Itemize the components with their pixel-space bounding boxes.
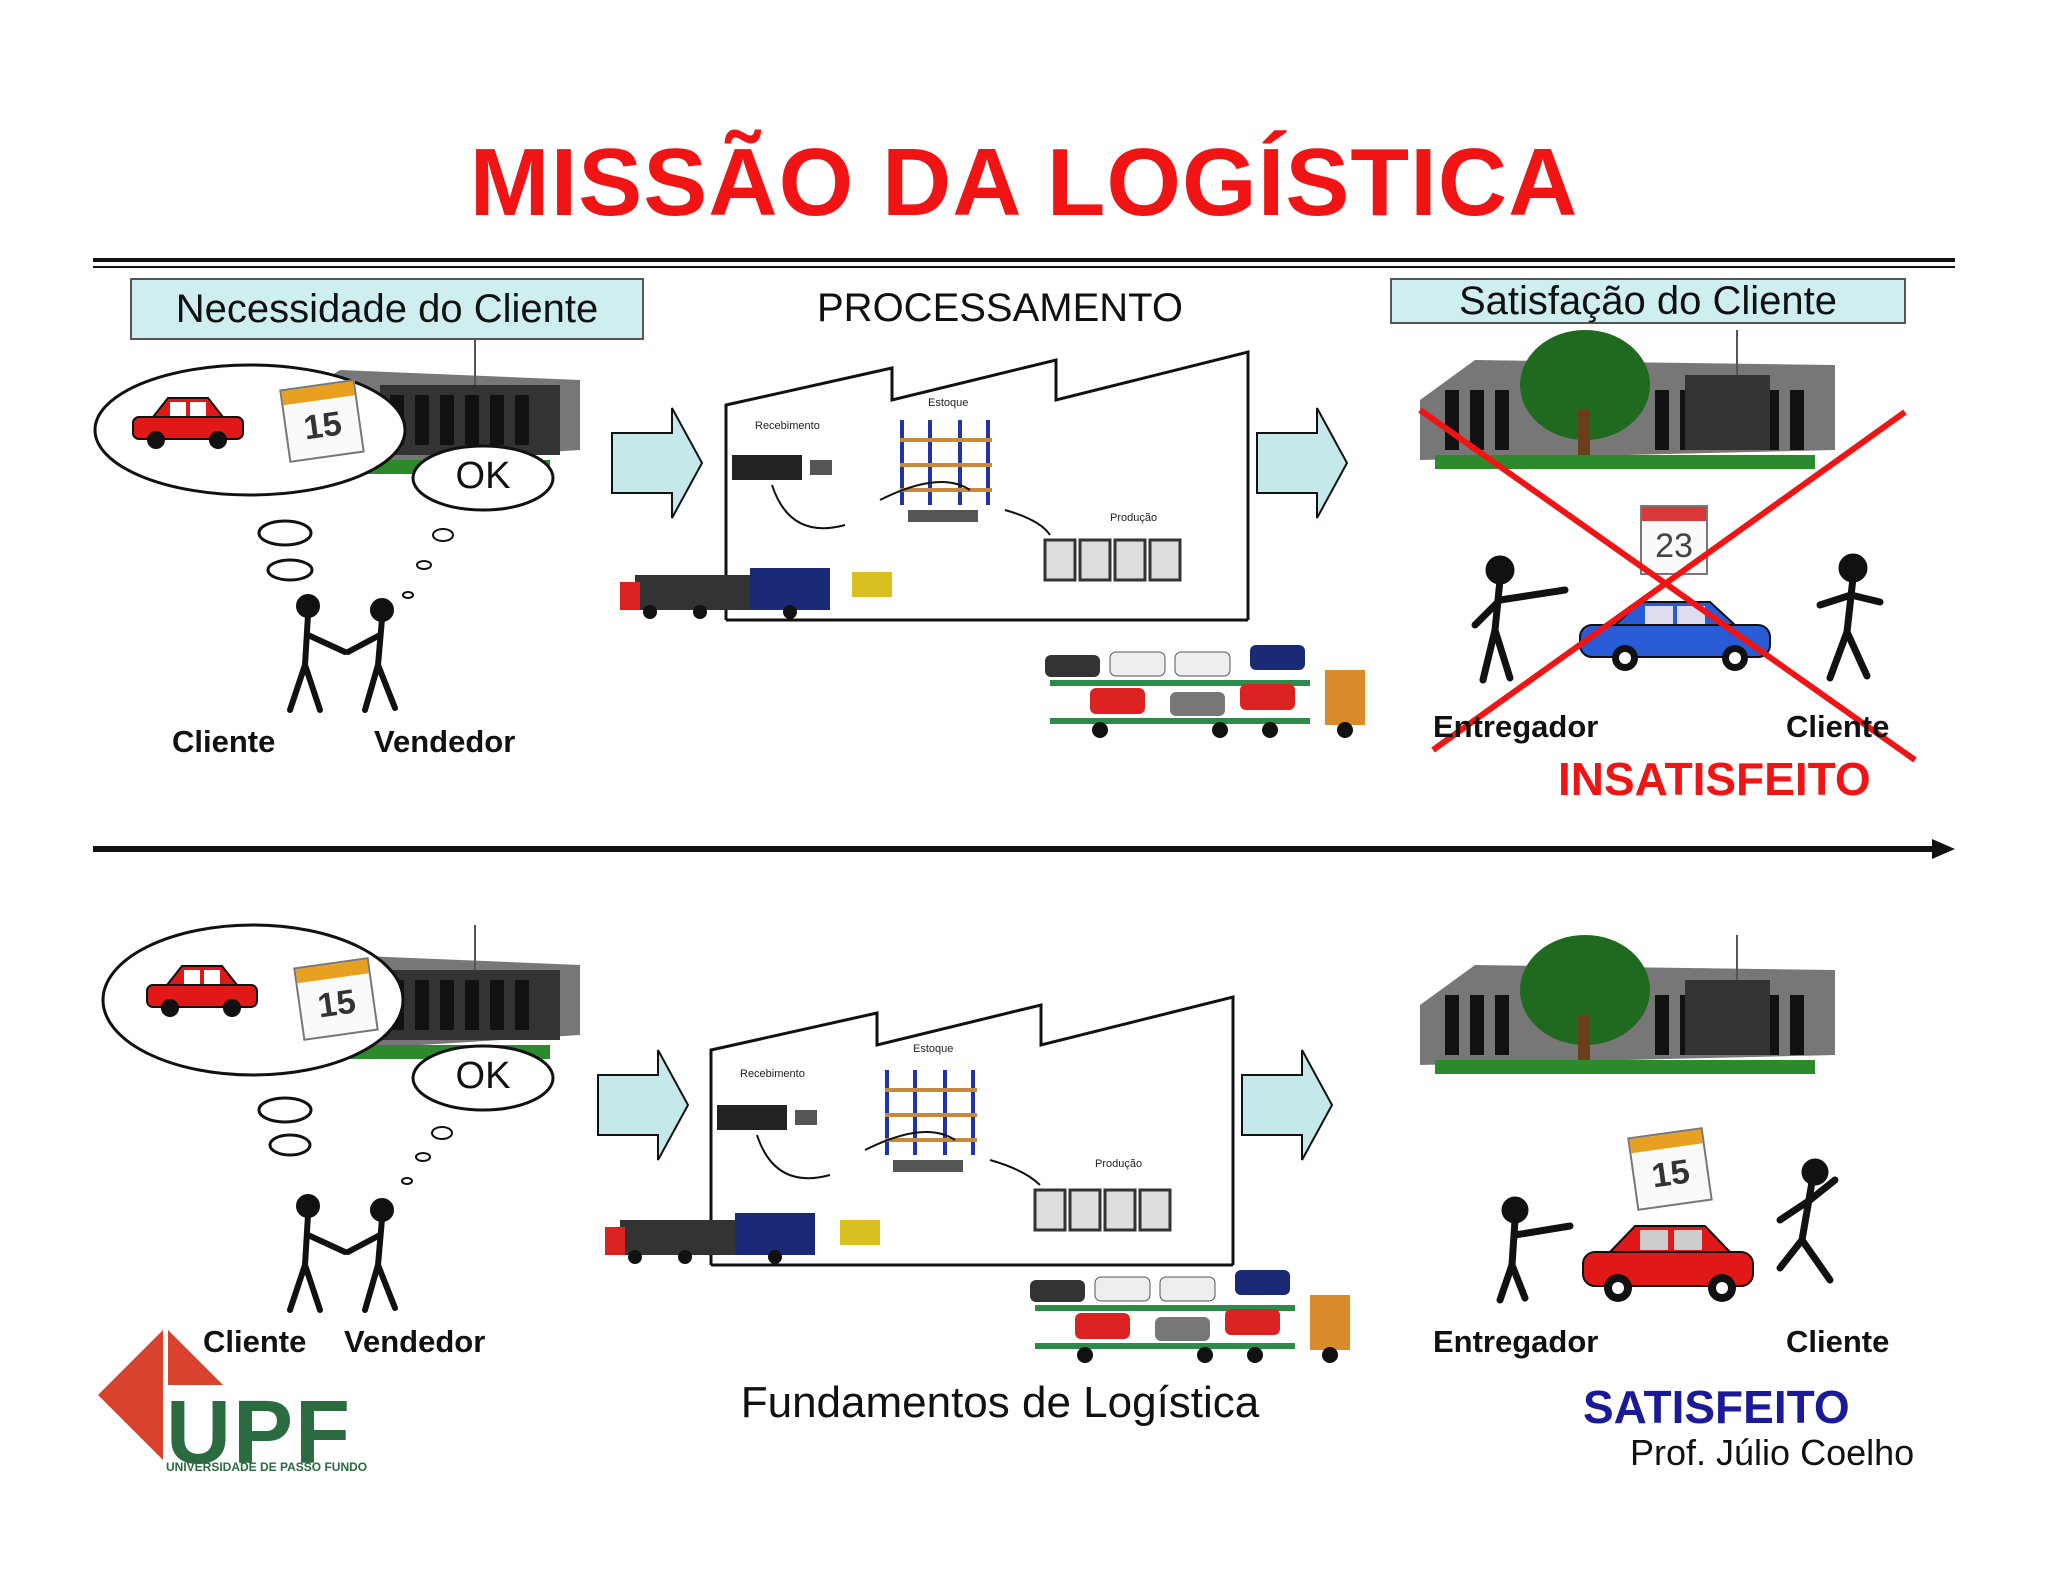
- header-processing: PROCESSAMENTO: [817, 286, 1183, 330]
- footer-course: Fundamentos de Logística: [740, 1378, 1260, 1427]
- status-satisfied: SATISFEITO: [1583, 1381, 1850, 1433]
- delivery-scene-icon: [1496, 1158, 1839, 1304]
- factory-diagram: [620, 350, 1250, 622]
- plant-production-label: Produção: [1095, 1158, 1143, 1170]
- label-seller: Vendedor: [344, 1324, 486, 1359]
- label-client-right: Cliente: [1786, 709, 1890, 744]
- ok-bubble: [411, 1044, 555, 1112]
- label-seller: Vendedor: [374, 724, 516, 759]
- car-icon: [132, 397, 244, 449]
- building-icon: [1420, 330, 1835, 469]
- car-carrier-truck-icon: [1030, 1270, 1350, 1363]
- label-deliverer: Entregador: [1433, 1324, 1599, 1359]
- flow-arrow-icon: [1241, 1049, 1334, 1161]
- factory-diagram: [605, 995, 1235, 1267]
- calendar-late-day: 23: [1655, 527, 1693, 565]
- flow-arrow-icon: [597, 1049, 690, 1161]
- delivery-scene-icon: [1471, 553, 1884, 684]
- building-icon: [1420, 935, 1835, 1074]
- top-rule: [93, 258, 1955, 262]
- ok-bubble: [411, 444, 555, 512]
- flow-arrow-icon: [1256, 407, 1349, 519]
- plant-receiving-label: Recebimento: [755, 420, 820, 432]
- cross-out-icon: [1418, 407, 1917, 763]
- flow-arrow-icon: [611, 407, 704, 519]
- header-satisfaction: Satisfação do Cliente: [1390, 278, 1906, 324]
- upf-logo-text: UPF: [166, 1383, 352, 1483]
- thought-dots: [257, 1096, 453, 1185]
- plant-receiving-label: Recebimento: [740, 1068, 805, 1080]
- label-client: Cliente: [172, 724, 276, 759]
- thought-dots: [257, 519, 454, 599]
- calendar-icon: 15: [293, 957, 379, 1041]
- calendar-day: 15: [315, 982, 359, 1026]
- handshake-figures-icon: [287, 594, 398, 713]
- handshake-figures-icon: [287, 1194, 398, 1313]
- slide-title: MISSÃO DA LOGÍSTICA: [469, 129, 1579, 236]
- car-icon: [146, 965, 258, 1017]
- upf-logo-subtitle: UNIVERSIDADE DE PASSO FUNDO: [166, 1460, 368, 1474]
- car-carrier-truck-icon: [1045, 645, 1365, 738]
- label-deliverer: Entregador: [1433, 709, 1599, 744]
- ok-label: OK: [455, 455, 511, 497]
- header-need: Necessidade do Cliente: [130, 278, 644, 340]
- status-unsatisfied: INSATISFEITO: [1558, 753, 1871, 805]
- upf-logo-icon: [98, 1330, 223, 1460]
- label-client: Cliente: [203, 1324, 307, 1359]
- calendar-icon: 15: [279, 379, 365, 463]
- label-client-right: Cliente: [1786, 1324, 1890, 1359]
- top-rule-thin: [93, 266, 1955, 268]
- ok-label: OK: [455, 1055, 511, 1097]
- calendar-day: 15: [301, 404, 345, 448]
- plant-stock-label: Estoque: [928, 397, 969, 409]
- plant-stock-label: Estoque: [913, 1043, 954, 1055]
- footer-professor: Prof. Júlio Coelho: [1630, 1432, 1915, 1473]
- plant-production-label: Produção: [1110, 512, 1158, 524]
